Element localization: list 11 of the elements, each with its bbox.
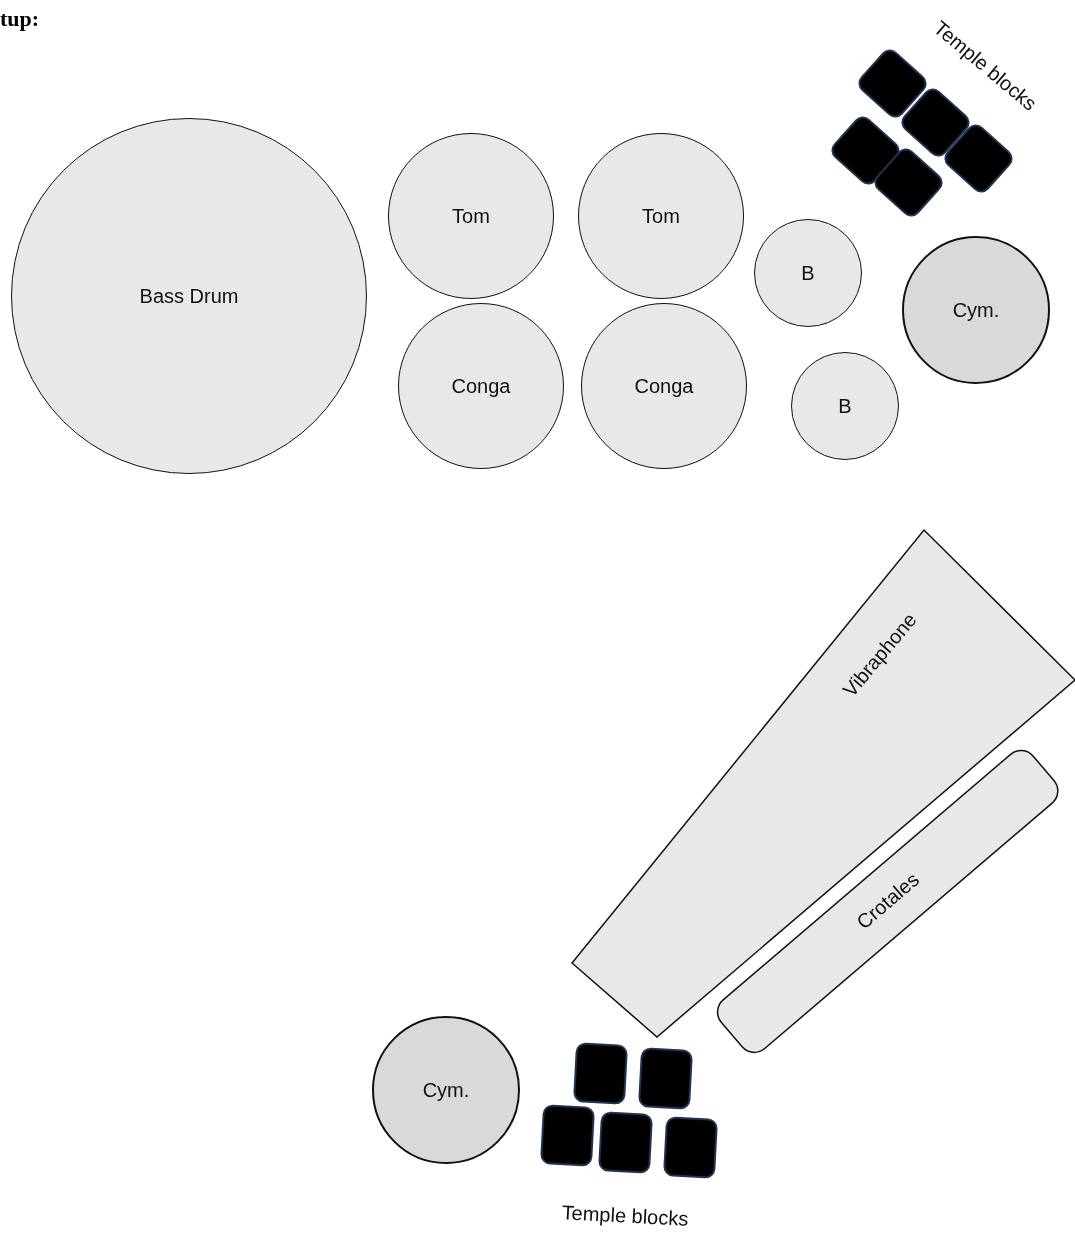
heading: tup: <box>0 6 40 32</box>
instrument-label: Cym. <box>422 1078 470 1102</box>
instrument-label: Tom <box>452 204 490 228</box>
instrument-label: B <box>838 394 852 418</box>
instrument-label: Conga <box>451 374 511 398</box>
instrument-label: B <box>801 261 815 285</box>
instrument-label: Cym. <box>952 298 1000 322</box>
instrument-label: Tom <box>642 204 680 228</box>
instrument-label: Conga <box>634 374 694 398</box>
instrument-label: Temple blocks <box>561 1201 689 1231</box>
instrument-label: Bass Drum <box>139 284 239 308</box>
